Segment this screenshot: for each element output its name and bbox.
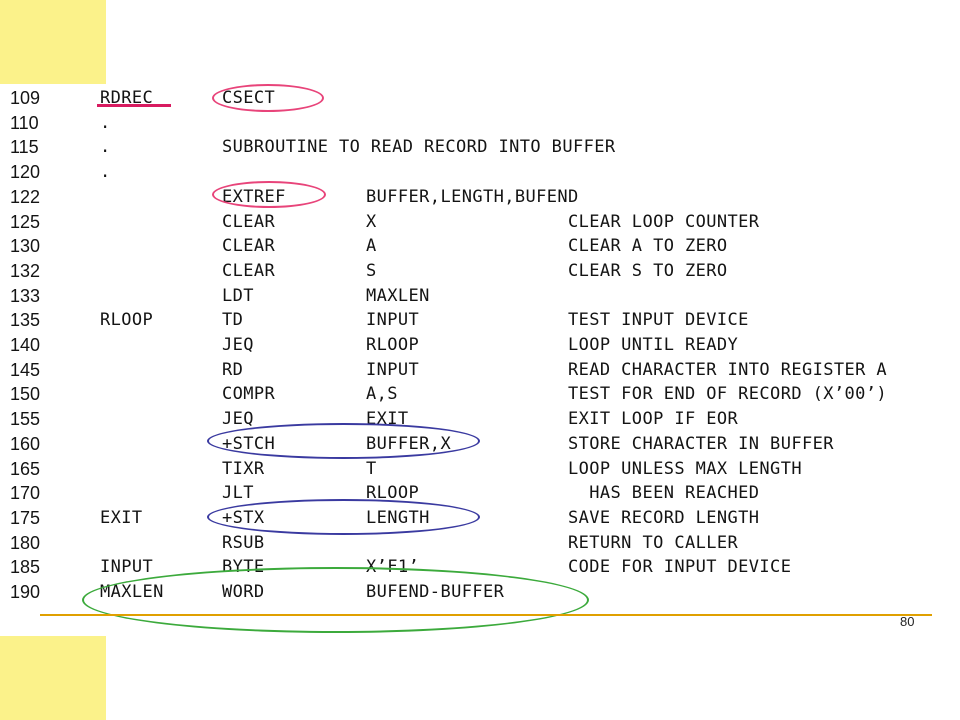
comment-field: READ CHARACTER INTO REGISTER A <box>568 359 888 380</box>
opcode-field: CLEAR <box>222 211 276 232</box>
line-number: 180 <box>10 532 41 553</box>
listing-row: 110. <box>0 111 960 136</box>
comment-field: CLEAR LOOP COUNTER <box>568 211 760 232</box>
listing-row: 150 COMPR A,S TEST FOR END OF RECORD (X’00’… <box>0 382 960 407</box>
line-number: 115 <box>10 137 39 158</box>
stch-highlight-ellipse <box>207 423 480 459</box>
listing-row: 133 LDT MAXLEN <box>0 284 960 309</box>
opcode-field: CLEAR <box>222 260 276 281</box>
operand-field: BUFFER,LENGTH,BUFEND <box>366 186 579 207</box>
comment-field: LOOP UNTIL READY <box>568 335 739 355</box>
line-number: 140 <box>10 335 41 355</box>
listing-row: 180 RSUB RETURN TO CALLER <box>0 531 960 556</box>
comment-field: STORE CHARACTER IN BUFFER <box>568 433 834 454</box>
extref-highlight-ellipse <box>212 181 326 208</box>
line-number: 170 <box>10 483 41 504</box>
listing-row: 115. SUBROUTINE TO READ RECORD INTO BUFFE… <box>0 135 960 160</box>
comment-field: TEST INPUT DEVICE <box>568 310 749 331</box>
listing-row: 135 RLOOP TD INPUT TEST INPUT DEVICE <box>0 308 960 333</box>
page-number: 80 <box>900 614 915 629</box>
line-number: 132 <box>10 260 41 281</box>
line-number: 175 <box>10 507 41 528</box>
line-number: 130 <box>10 236 41 257</box>
comment-field: SAVE RECORD LENGTH <box>568 507 760 528</box>
opcode-field: JEQ <box>222 409 254 430</box>
line-number: 190 <box>10 582 41 602</box>
listing-row: 170 JLT RLOOP HAS BEEN REACHED <box>0 481 960 506</box>
line-number: 145 <box>10 359 41 380</box>
line-number: 109 <box>10 88 41 108</box>
line-number: 133 <box>10 285 41 306</box>
opcode-field: CLEAR <box>222 236 276 257</box>
label-field: . <box>100 162 111 183</box>
label-field: RDREC <box>100 88 154 108</box>
operand-field: INPUT <box>366 310 420 331</box>
line-number: 110 <box>10 112 39 133</box>
stx-highlight-ellipse <box>207 499 480 535</box>
label-field: EXIT <box>100 507 143 528</box>
line-number: 160 <box>10 433 41 454</box>
label-field: RLOOP <box>100 310 154 331</box>
opcode-field: TIXR <box>222 458 265 479</box>
opcode-field: TD <box>222 310 244 331</box>
comment-field: RETURN TO CALLER <box>568 532 739 553</box>
opcode-field: RD <box>222 359 244 380</box>
comment-field: HAS BEEN REACHED <box>568 483 760 504</box>
operand-field: S <box>366 260 377 281</box>
listing-row: 130 CLEAR A CLEAR A TO ZERO <box>0 234 960 259</box>
listing-row: 120. <box>0 160 960 185</box>
comment-field: CODE FOR INPUT DEVICE <box>568 557 792 578</box>
comment-field: LOOP UNLESS MAX LENGTH <box>568 458 802 479</box>
comment-field: EXIT LOOP IF EOR <box>568 409 739 430</box>
line-number: 125 <box>10 211 41 232</box>
line-number: 155 <box>10 409 41 430</box>
csect-highlight-ellipse <box>212 84 324 112</box>
label-field: . <box>100 137 111 158</box>
label-field: . <box>100 112 111 133</box>
listing-row: 125 CLEAR X CLEAR LOOP COUNTER <box>0 210 960 235</box>
opcode-field: LDT <box>222 285 254 306</box>
opcode-field: SUBROUTINE TO READ RECORD INTO BUFFER <box>222 137 616 158</box>
operand-field: T <box>366 458 377 479</box>
comment-field: CLEAR S TO ZERO <box>568 260 728 281</box>
decorative-corner-block-bottom <box>0 636 106 720</box>
line-number: 122 <box>10 186 41 207</box>
operand-field: A <box>366 236 377 257</box>
opcode-field: RSUB <box>222 532 265 553</box>
listing-row: 140 JEQ RLOOP LOOP UNTIL READY <box>0 333 960 358</box>
comment-field: CLEAR A TO ZERO <box>568 236 728 257</box>
line-number: 150 <box>10 384 41 405</box>
decorative-corner-block-top <box>0 0 106 84</box>
line-number: 120 <box>10 162 41 183</box>
operand-field: RLOOP <box>366 335 420 355</box>
maxlen-highlight-ellipse <box>82 567 589 633</box>
line-number: 135 <box>10 310 41 331</box>
opcode-field: JEQ <box>222 335 254 355</box>
operand-field: RLOOP <box>366 483 420 504</box>
listing-row: 145 RD INPUT READ CHARACTER INTO REGISTER A <box>0 358 960 383</box>
comment-field: TEST FOR END OF RECORD (X’00’) <box>568 384 888 405</box>
opcode-field: JLT <box>222 483 254 504</box>
opcode-field: COMPR <box>222 384 276 405</box>
label-underline-highlight <box>97 104 171 107</box>
listing-row: 132 CLEAR S CLEAR S TO ZERO <box>0 259 960 284</box>
listing-row: 165 TIXR T LOOP UNLESS MAX LENGTH <box>0 457 960 482</box>
footer-rule <box>40 614 932 616</box>
operand-field: X <box>366 211 377 232</box>
label-field: INPUT <box>100 557 154 578</box>
operand-field: INPUT <box>366 359 420 380</box>
operand-field: A,S <box>366 384 398 405</box>
operand-field: MAXLEN <box>366 285 430 306</box>
line-number: 165 <box>10 458 41 479</box>
line-number: 185 <box>10 557 41 578</box>
